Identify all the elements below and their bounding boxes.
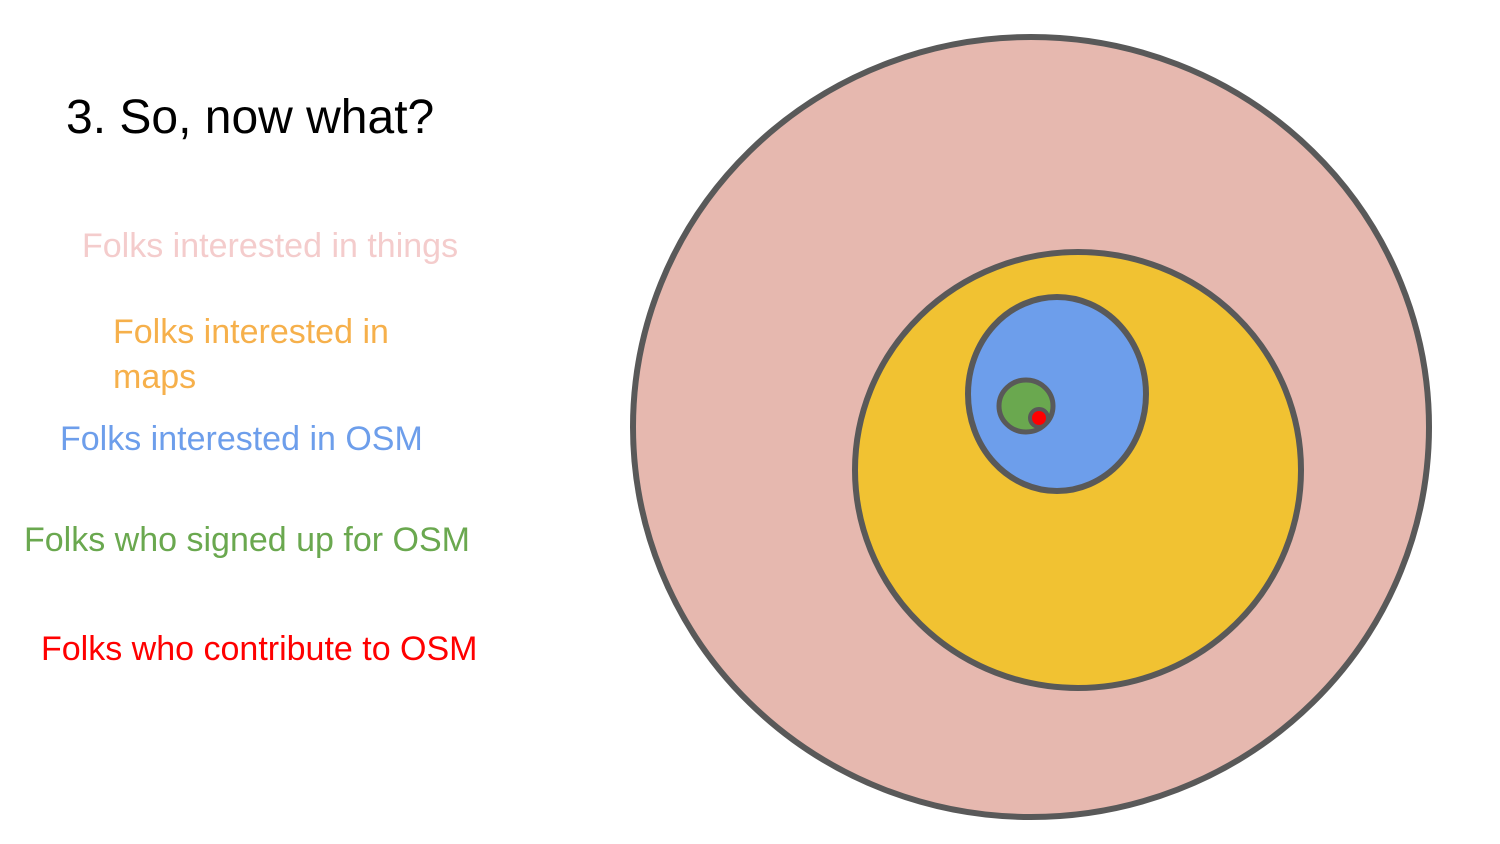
label-contribute-to-osm: Folks who contribute to OSM <box>41 630 478 668</box>
label-interested-in-osm: Folks interested in OSM <box>60 420 423 458</box>
label-interested-in-maps: Folks interested in maps <box>113 313 389 396</box>
label-interested-in-things: Folks interested in things <box>82 227 459 265</box>
label-signed-up-for-osm: Folks who signed up for OSM <box>24 521 470 559</box>
circle-contribute-to-osm <box>1028 407 1050 429</box>
circle-interested-in-osm <box>965 294 1149 494</box>
slide-title: 3. So, now what? <box>66 91 435 144</box>
